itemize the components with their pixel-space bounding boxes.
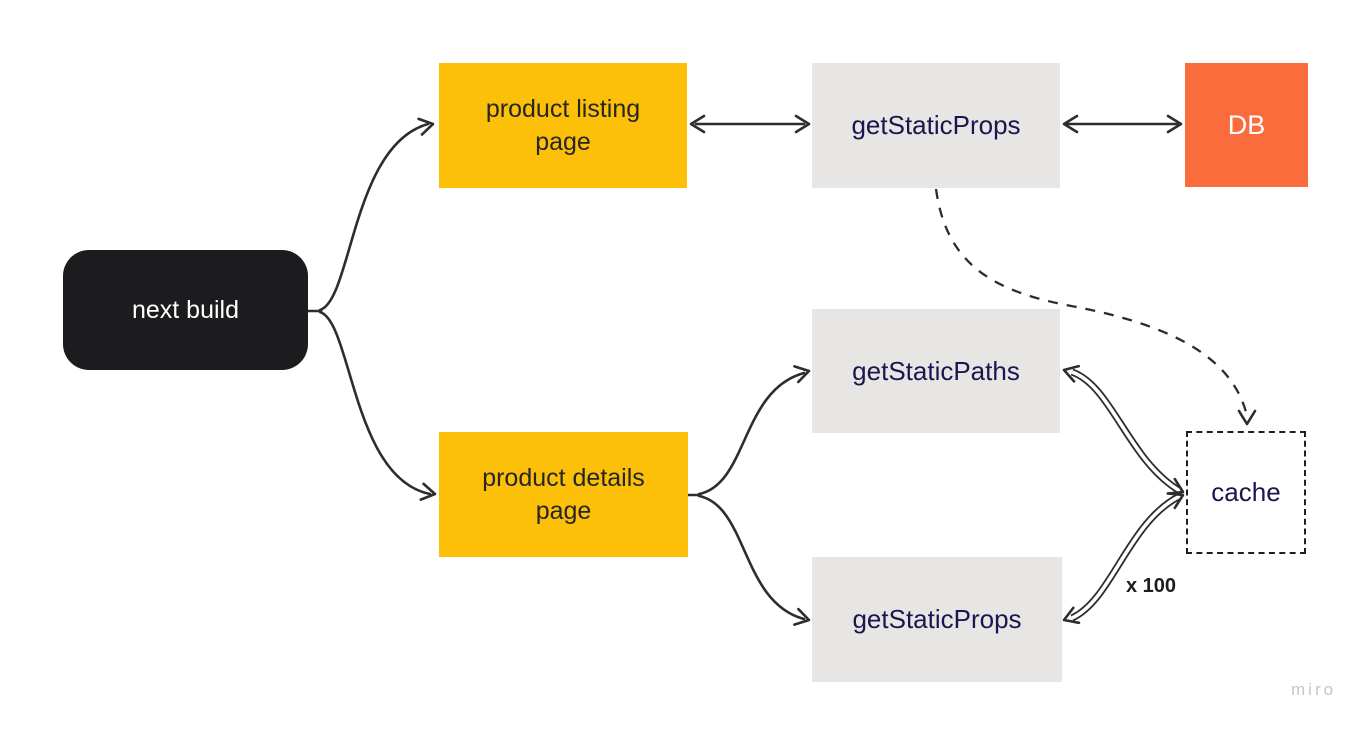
- connector-getstaticpaths-cache-double[interactable]: [1062, 362, 1187, 499]
- connector-next-build-to-product-details[interactable]: [318, 310, 437, 502]
- node-getstaticprops-details[interactable]: getStaticProps: [812, 557, 1062, 682]
- connector-next-build-to-product-listing[interactable]: [306, 116, 435, 313]
- connector-getstaticprops-db[interactable]: [1062, 114, 1183, 134]
- node-getstaticprops-listing-label: getStaticProps: [851, 110, 1021, 140]
- node-product-listing-page-label: product listing page: [485, 94, 641, 156]
- node-db-label: DB: [1227, 109, 1266, 140]
- connector-cache-getstaticprops-double[interactable]: [1061, 488, 1186, 628]
- node-next-build[interactable]: next build: [63, 250, 308, 370]
- node-cache[interactable]: cache: [1186, 431, 1306, 554]
- node-product-details-page-label: product details page: [482, 463, 645, 525]
- node-db[interactable]: DB: [1185, 63, 1308, 187]
- node-product-listing-page[interactable]: product listing page: [439, 63, 687, 188]
- miro-watermark: miro: [1291, 680, 1337, 699]
- node-cache-label: cache: [1211, 477, 1281, 507]
- connector-product-details-to-getstaticprops[interactable]: [697, 494, 811, 628]
- node-getstaticprops-details-label: getStaticProps: [852, 604, 1022, 634]
- multiplier-label[interactable]: x 100: [1126, 575, 1177, 597]
- connector-product-listing-getstaticprops[interactable]: [689, 114, 811, 134]
- node-getstaticpaths-label: getStaticPaths: [852, 355, 1020, 386]
- node-getstaticprops-listing[interactable]: getStaticProps: [812, 63, 1060, 188]
- connector-product-details-to-getstaticpaths[interactable]: [686, 363, 811, 497]
- node-product-details-page[interactable]: product details page: [439, 432, 688, 557]
- node-getstaticpaths[interactable]: getStaticPaths: [812, 309, 1060, 433]
- node-next-build-label: next build: [131, 295, 240, 324]
